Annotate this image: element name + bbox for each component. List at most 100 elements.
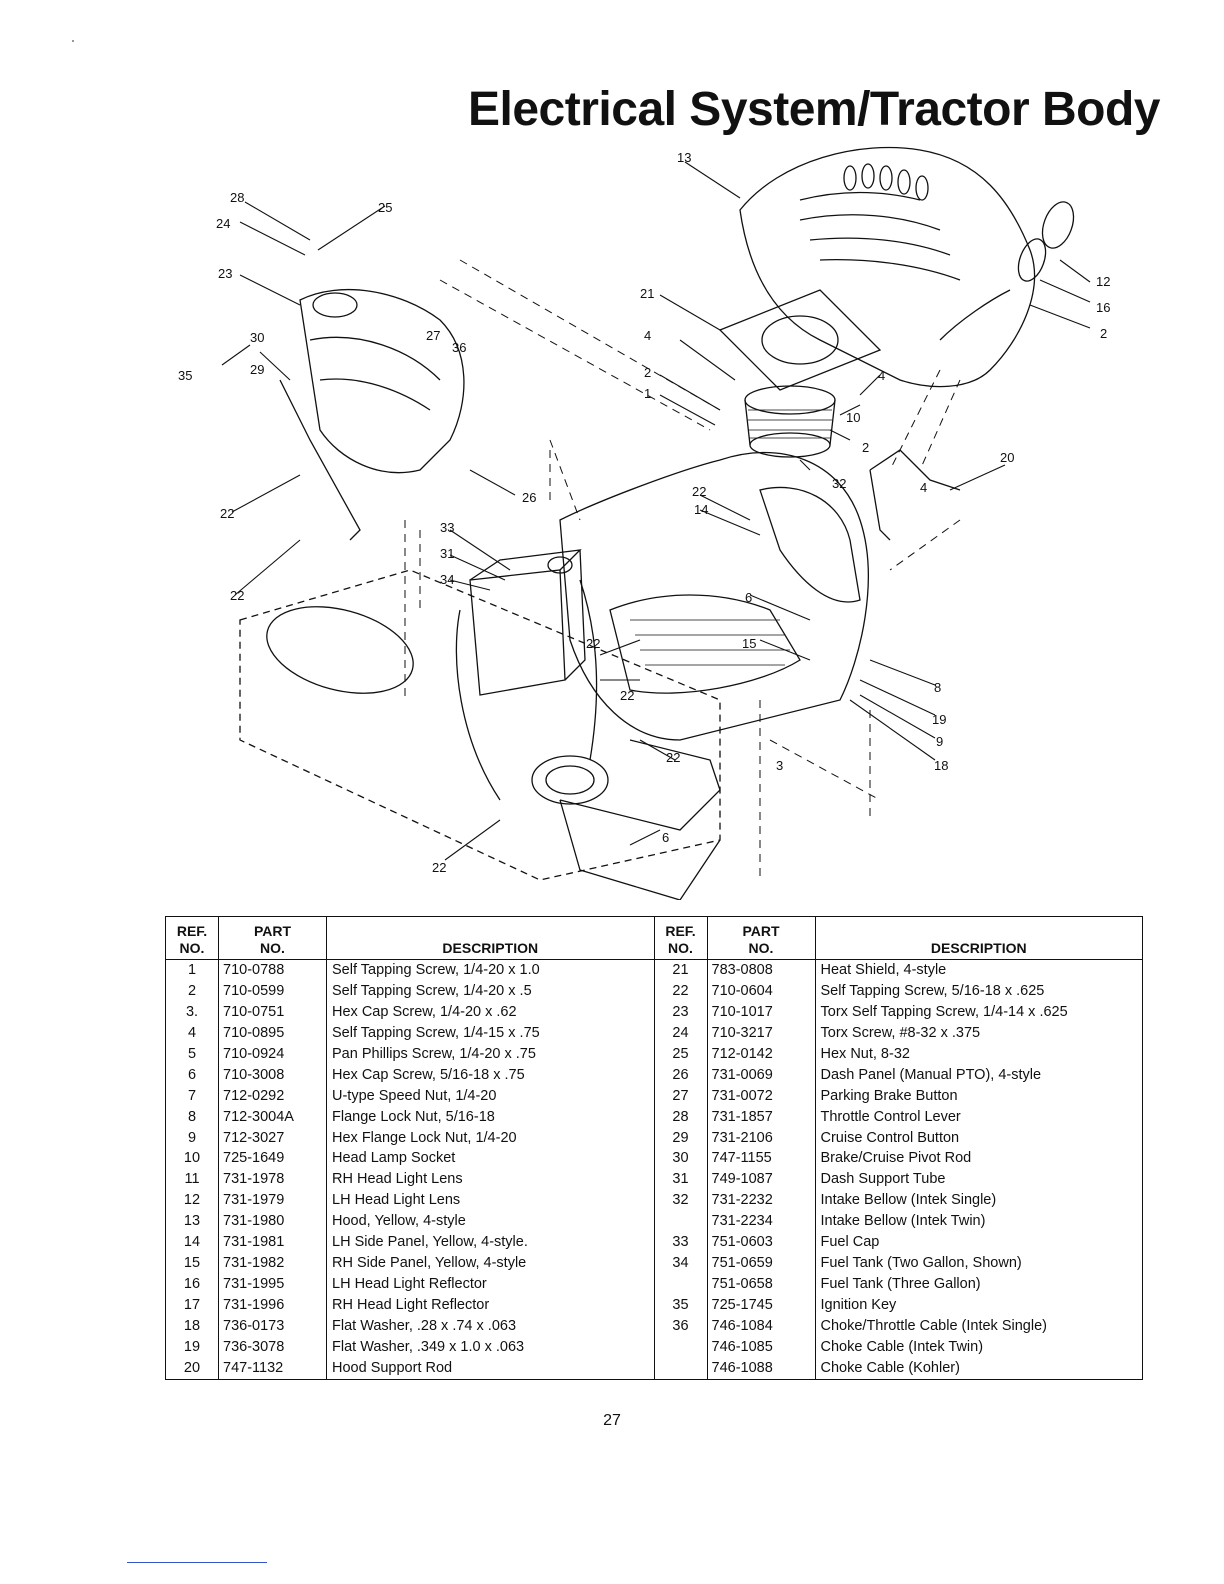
callout-10: 10 — [846, 410, 860, 425]
part-header-line1: PART — [253, 923, 292, 939]
ref-no-cell: 21 — [655, 960, 708, 981]
callout-19: 19 — [932, 712, 946, 727]
callout-22: 22 — [220, 506, 234, 521]
part-no-cell: 710-3217 — [708, 1022, 816, 1044]
description-header-label: DESCRIPTION — [442, 940, 539, 956]
ref-no-cell: 15 — [166, 1253, 219, 1275]
callout-3: 3 — [776, 758, 783, 773]
part-no-cell: 751-0659 — [708, 1253, 816, 1275]
callout-25: 25 — [378, 200, 392, 215]
callout-1: 1 — [644, 386, 651, 401]
callout-8: 8 — [934, 680, 941, 695]
description-cell: Flange Lock Nut, 5/16-18 — [332, 1108, 495, 1125]
description-cell: Heat Shield, 4-style — [820, 962, 947, 978]
description-cell: Cruise Control Button — [820, 1129, 960, 1146]
part-no-cell: 731-2234 — [708, 1211, 816, 1233]
description-cell: Flat Washer, .28 x .74 x .063 — [332, 1317, 517, 1334]
table-header: REF. NO. PART NO. DESCRIPTION — [654, 917, 1142, 960]
ref-header-line2: NO. — [179, 940, 205, 956]
part-no-cell: 731-2232 — [708, 1190, 816, 1212]
callout-22: 22 — [666, 750, 680, 765]
callout-21: 21 — [640, 286, 654, 301]
description-cell: Intake Bellow (Intek Single) — [820, 1192, 997, 1209]
callout-9: 9 — [936, 734, 943, 749]
callout-15: 15 — [742, 636, 756, 651]
description-cell: Hex Cap Screw, 5/16-18 x .75 — [332, 1066, 525, 1083]
description-cell: Fuel Tank (Two Gallon, Shown) — [820, 1255, 1022, 1272]
part-no-cell: 712-0292 — [219, 1085, 327, 1107]
callout-22: 22 — [432, 860, 446, 875]
callout-35: 35 — [178, 368, 192, 383]
callout-33: 33 — [440, 520, 454, 535]
part-no-cell: 736-3078 — [219, 1336, 327, 1358]
diagram-callouts: 13 28 24 25 23 21 12 16 2 30 27 36 35 29… — [178, 150, 1110, 875]
ref-no-cell: 35 — [655, 1295, 708, 1316]
callout-22: 22 — [692, 484, 706, 499]
ref-no-cell: 34 — [655, 1253, 708, 1275]
description-cell: Hood, Yellow, 4-style — [332, 1213, 466, 1230]
callout-26: 26 — [522, 490, 536, 505]
ref-no-header: REF. NO. — [655, 917, 708, 959]
ref-no-cell: 14 — [166, 1232, 219, 1254]
part-header-line2: NO. — [260, 940, 285, 956]
ref-no-cell — [655, 1336, 708, 1358]
part-no-cell: 710-0788 — [219, 960, 327, 981]
scan-speck — [72, 40, 74, 42]
part-no-cell: 710-1017 — [708, 1001, 816, 1023]
callout-2: 2 — [862, 440, 869, 455]
ref-no-cell: 10 — [166, 1148, 219, 1170]
ref-no-cell: 23 — [655, 1001, 708, 1023]
description-cell: Hood Support Rod — [332, 1359, 453, 1376]
callout-2: 2 — [644, 365, 651, 380]
description-cell: Hex Nut, 8-32 — [820, 1045, 910, 1062]
ref-no-cell: 3. — [166, 1001, 219, 1023]
part-no-cell: 712-0142 — [708, 1043, 816, 1065]
part-no-cell: 731-2106 — [708, 1127, 816, 1149]
description-cell: Hex Flange Lock Nut, 1/4-20 — [332, 1129, 517, 1146]
part-no-cell: 712-3004A — [219, 1106, 327, 1128]
part-no-cell: 731-1982 — [219, 1253, 327, 1275]
part-no-cell: 731-1981 — [219, 1232, 327, 1254]
callout-4: 4 — [644, 328, 651, 343]
ref-no-cell: 1 — [166, 960, 219, 981]
callout-14: 14 — [694, 502, 708, 517]
part-no-cell: 731-1980 — [219, 1211, 327, 1233]
exploded-parts-diagram: 13 28 24 25 23 21 12 16 2 30 27 36 35 29… — [178, 146, 1110, 900]
ref-no-cell: 26 — [655, 1064, 708, 1086]
part-no-cell: 725-1745 — [708, 1295, 816, 1316]
callout-24: 24 — [216, 216, 230, 231]
ref-no-cell: 2 — [166, 980, 219, 1002]
description-cell: Self Tapping Screw, 1/4-20 x .5 — [332, 982, 532, 999]
part-no-cell: 710-0599 — [219, 980, 327, 1002]
description-cell: LH Head Light Reflector — [332, 1276, 487, 1293]
ref-no-cell: 9 — [166, 1127, 219, 1149]
ref-header-line2: NO. — [668, 940, 693, 956]
part-no-cell: 747-1132 — [219, 1357, 327, 1379]
ref-no-cell: 33 — [655, 1232, 708, 1254]
part-no-cell: 725-1649 — [219, 1148, 327, 1170]
part-no-cell: 731-1857 — [708, 1106, 816, 1128]
description-cell: Choke Cable (Intek Twin) — [820, 1338, 984, 1355]
part-no-cell: 710-3008 — [219, 1064, 327, 1086]
ref-no-cell: 22 — [655, 980, 708, 1002]
footer-rule — [127, 1562, 267, 1563]
